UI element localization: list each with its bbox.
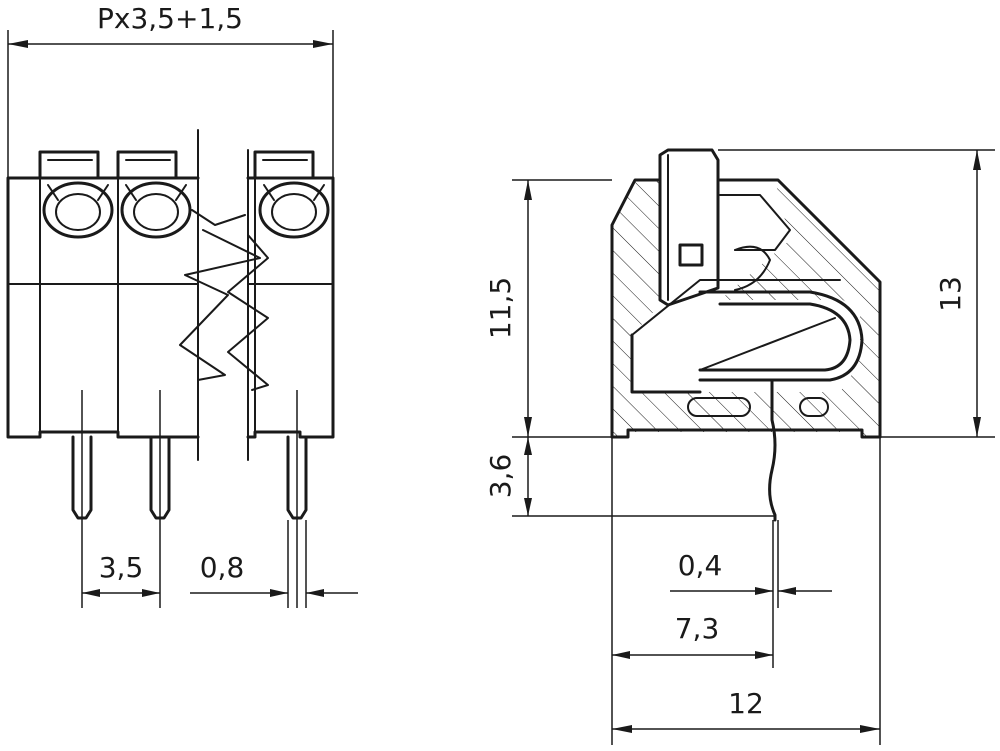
slot-left [687,397,751,417]
arrow-total-height-bottom [973,417,981,437]
arrow-pin-offset-right [755,651,773,659]
arrow-pitch-right [142,589,160,597]
arrow-pin-offset-left [612,651,630,659]
arrow-wire-width-left [755,587,773,595]
dim-label-depth: 12 [728,687,764,720]
arrow-total-height-top [973,150,981,170]
arrow-depth-right [860,725,880,733]
dim-label-total-height: 13 [934,276,967,312]
slot-right [799,397,829,417]
arrow-depth-left [612,725,632,733]
arrow-body-height-bottom [524,417,532,437]
arrow-pin-width-right [306,589,324,597]
wire-entry-3 [258,181,330,239]
front-body-right-outline [246,176,335,439]
dim-label-pitch: 3,5 [99,551,144,584]
side-body-left-edge [610,178,662,439]
lead-wire [768,378,777,522]
spring-leaf [699,317,836,371]
side-body-hatch [612,180,880,437]
front-body-left-outline [6,176,200,439]
side-cavity-left [630,333,702,394]
spring-inner [698,302,852,372]
pin-2 [149,390,171,608]
upper-mechanism [719,194,791,251]
release-tab-3 [253,150,315,180]
dim-label-pin-offset: 7,3 [675,612,720,645]
arrow-pin-width-left [270,589,288,597]
dim-label-pin-width: 0,8 [200,551,245,584]
pin-3 [286,390,308,608]
release-tab-1 [38,150,100,180]
arrow-pitch-left [82,589,100,597]
wire-entry-2 [120,181,192,239]
arrow-body-height-top [524,180,532,200]
pin-1 [71,390,93,608]
spring-outer [698,290,864,382]
dim-label-wire-width: 0,4 [678,549,723,582]
arrow-right [313,40,333,48]
front-view: Px3,5+1,5 [6,2,358,608]
release-tab-2 [116,150,178,180]
actuator-lever [658,148,720,307]
side-cavity-top [631,279,841,336]
wire-entry-1 [42,181,114,239]
clamp-curve [734,245,771,291]
dim-label-overall-width: Px3,5+1,5 [97,2,243,35]
side-body-right-edge [610,178,882,439]
arrow-wire-width-right [778,587,796,595]
dim-label-pin-length: 3,6 [484,454,517,499]
arrow-pin-length-bottom [524,498,532,516]
arrow-pin-length-top [524,437,532,455]
side-view: 11,5 3,6 13 0,4 7,3 12 [484,148,995,745]
break-zigzag-1 [179,209,261,381]
break-zigzag-2 [227,234,269,391]
arrow-left [8,40,28,48]
dim-label-body-height: 11,5 [484,277,517,339]
actuator-window [678,243,704,267]
